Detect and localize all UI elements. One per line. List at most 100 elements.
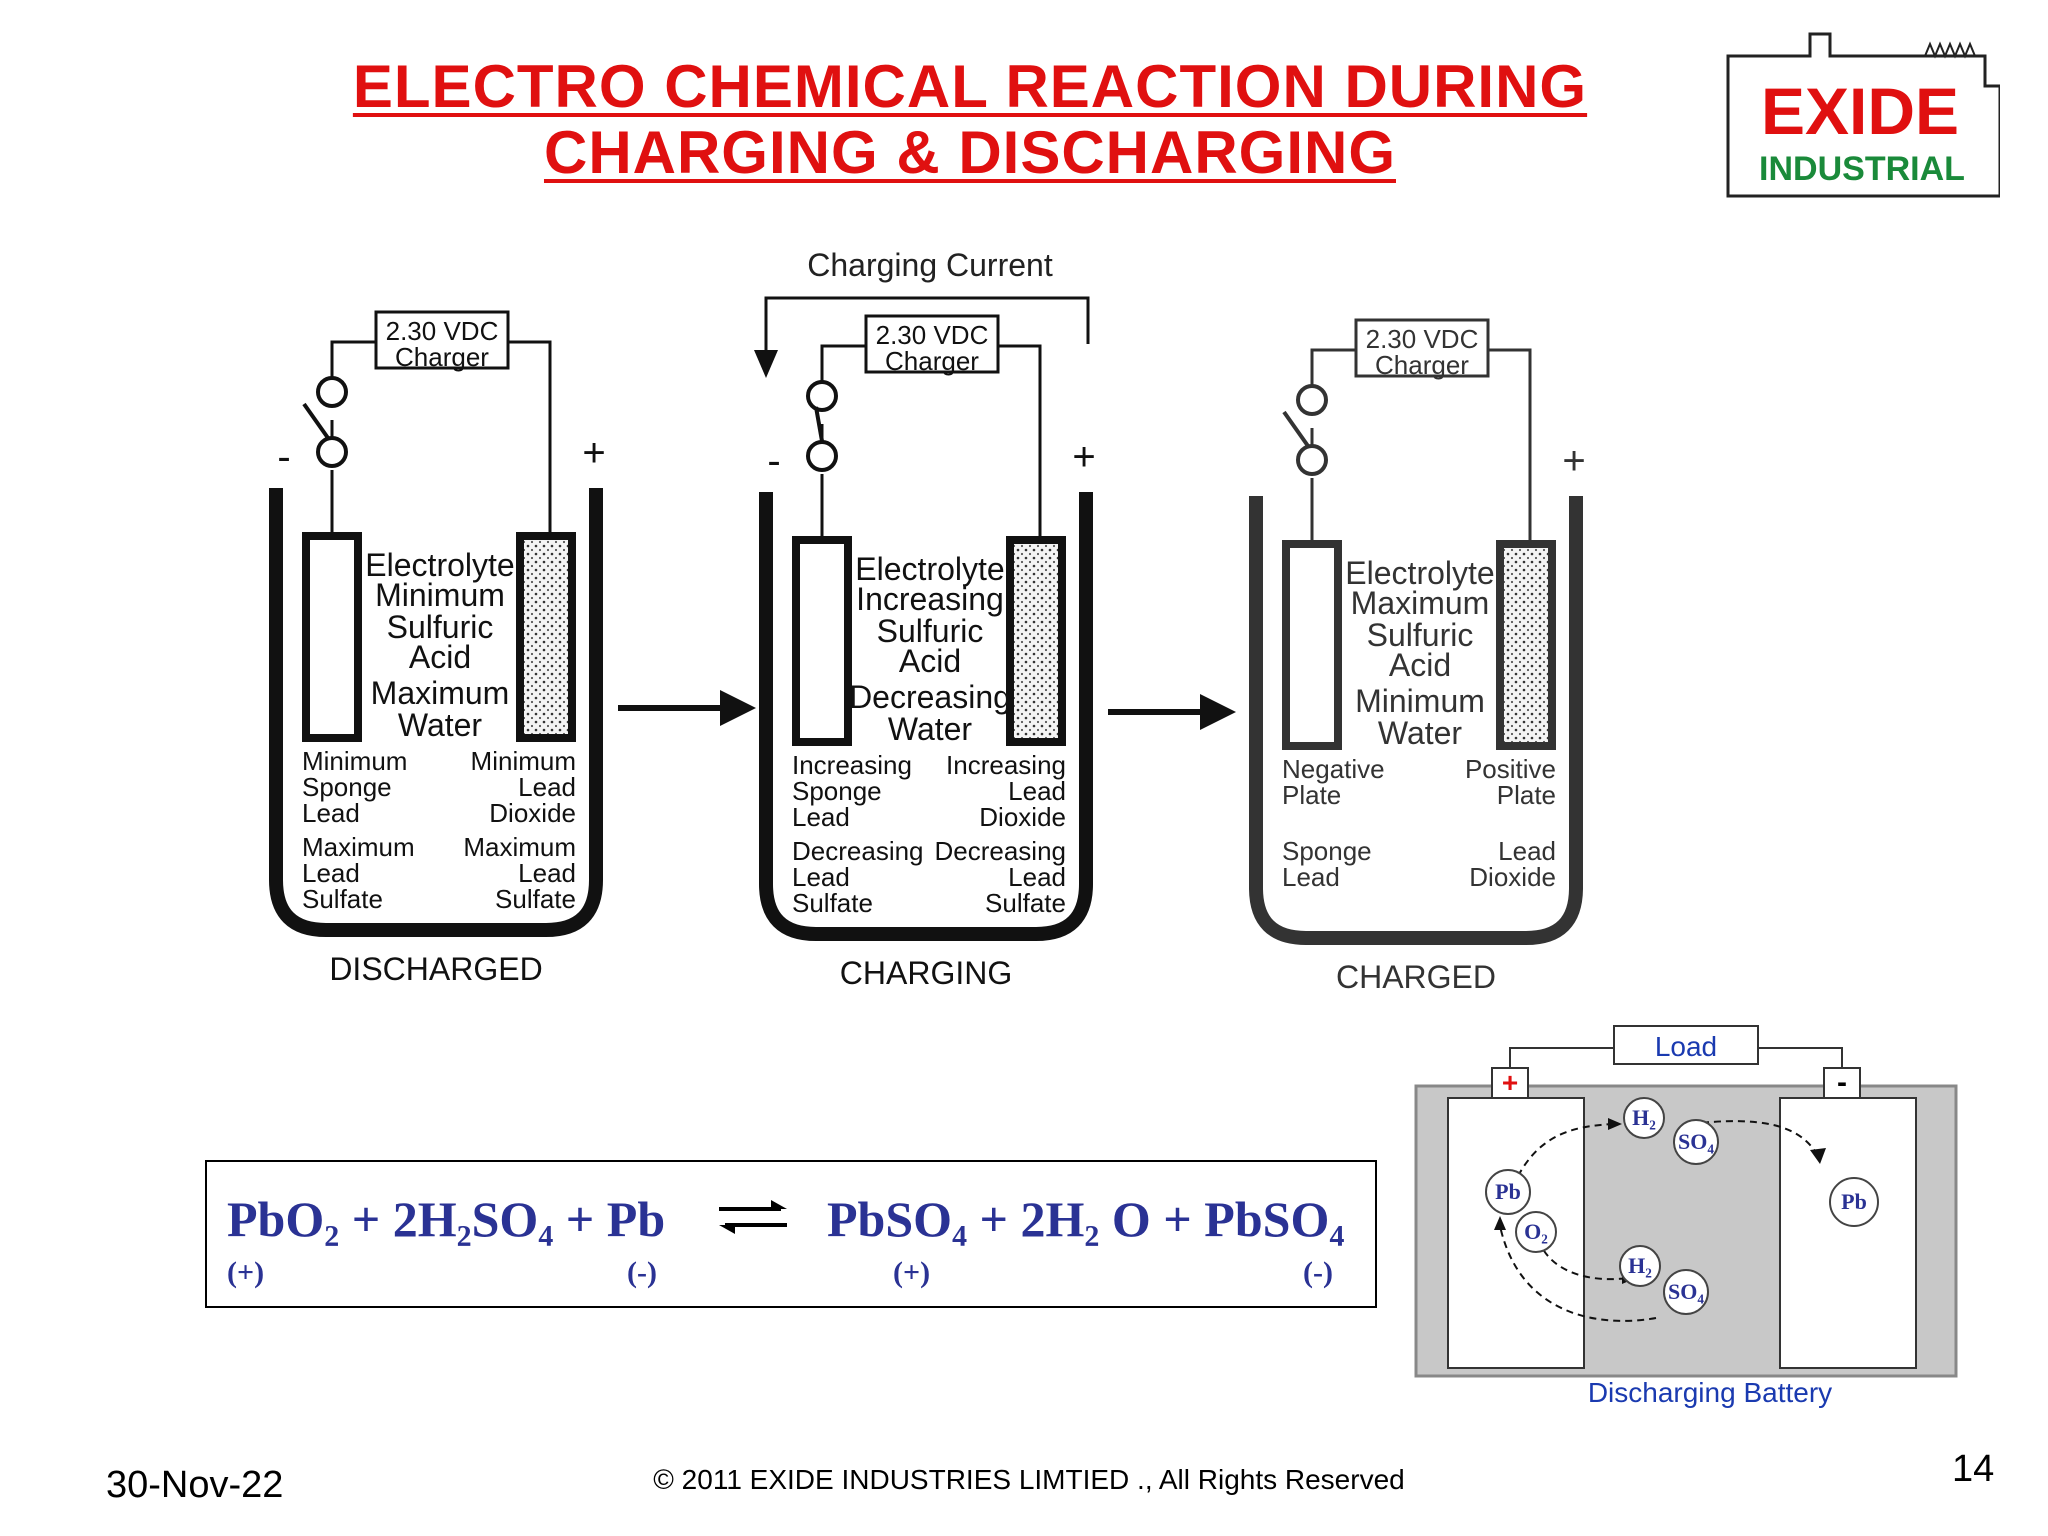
right-plate-label: Lead — [1498, 836, 1556, 866]
left-plate-label: Lead — [302, 858, 360, 888]
positive-plate — [1006, 536, 1066, 746]
electrolyte-text: Minimum — [375, 577, 505, 613]
ion-circle — [1673, 1119, 1719, 1165]
electrolyte-text: Acid — [409, 639, 471, 675]
charger-box — [1354, 318, 1490, 378]
electrolyte-text: Electrolyte — [1345, 555, 1494, 591]
arrow-charging-to-charged — [1108, 694, 1236, 730]
negative-plate — [792, 536, 852, 746]
electrolyte-text: Sulfuric — [387, 609, 494, 645]
logo-sub-text: INDUSTRIAL — [1759, 150, 1965, 188]
sign-positive-product: (+) — [893, 1256, 931, 1289]
right-plate-label: Sulfate — [985, 888, 1066, 918]
right-plate-label: Dioxide — [979, 802, 1066, 832]
switch-contact-icon — [1296, 444, 1328, 476]
cell-discharged: 2.30 VDCCharger-+ElectrolyteMinimumSulfu… — [269, 310, 606, 987]
cell-caption: CHARGED — [1336, 959, 1496, 995]
charger-label: Charger — [395, 342, 489, 372]
negative-sign: - — [277, 435, 290, 479]
left-plate-label: Increasing — [792, 750, 912, 780]
left-plate-label: Negative — [1282, 754, 1385, 784]
ion-circle — [1515, 1211, 1557, 1253]
charger-label: Charger — [1375, 350, 1469, 380]
left-plate-label: Lead — [792, 802, 850, 832]
electrolyte-text: Maximum — [1351, 585, 1490, 621]
ion-label: SO₄ — [1668, 1279, 1704, 1304]
switch-contact-icon — [316, 376, 348, 408]
electrolyte-text: Electrolyte — [855, 551, 1004, 587]
left-plate-label: Lead — [792, 862, 850, 892]
cell-container — [1249, 496, 1583, 945]
switch-contact-icon — [806, 380, 838, 412]
cell-charging: 2.30 VDCCharger-+ElectrolyteIncreasingSu… — [759, 314, 1096, 991]
positive-sign: + — [1072, 435, 1095, 479]
slide-number: 14 — [1952, 1448, 1995, 1490]
footer-copyright: © 2011 EXIDE INDUSTRIES LIMTIED ., All R… — [653, 1464, 1405, 1495]
charger-box — [374, 310, 510, 370]
positive-terminal-label: + — [1502, 1067, 1518, 1098]
negative-plate — [302, 532, 362, 742]
ion-label: H₂ — [1632, 1105, 1656, 1130]
equation-left-side: PbO₂ + 2H₂SO₄ + Pb — [227, 1191, 666, 1247]
right-plate-label: Increasing — [946, 750, 1066, 780]
right-plate-label: Lead — [518, 858, 576, 888]
left-plate-label: Sponge — [1282, 836, 1372, 866]
exide-industrial-logo: EXIDE INDUSTRIAL — [1726, 32, 2000, 198]
electrolyte-text: Water — [1378, 715, 1463, 751]
charger-voltage-label: 2.30 VDC — [1366, 324, 1479, 354]
negative-terminal-label: - — [1837, 1066, 1847, 1099]
electrolyte-text: Electrolyte — [365, 547, 514, 583]
discharging-battery-caption: Discharging Battery — [1588, 1377, 1832, 1408]
right-plate-label: Maximum — [463, 832, 576, 862]
electrolyte-text: Decreasing — [849, 679, 1011, 715]
right-plate-label: Lead — [1008, 776, 1066, 806]
left-plate-label: Plate — [1282, 780, 1341, 810]
switch-contact-icon — [1296, 384, 1328, 416]
switch-contact-icon — [806, 440, 838, 472]
electrolyte-text: Water — [888, 711, 973, 747]
left-plate-label: Decreasing — [792, 836, 924, 866]
sign-positive-reactant: (+) — [227, 1256, 265, 1289]
electrolyte-text: Maximum — [371, 675, 510, 711]
right-plate-label: Lead — [518, 772, 576, 802]
reversible-arrow-icon — [719, 1200, 787, 1234]
positive-plate — [1496, 540, 1556, 750]
negative-sign: - — [767, 439, 780, 483]
ion-label: H₂ — [1628, 1253, 1652, 1278]
right-plate-label: Lead — [1008, 862, 1066, 892]
load-label: Load — [1655, 1031, 1717, 1062]
left-plate-label: Sulfate — [302, 884, 383, 914]
slide-title-line-2: CHARGING & DISCHARGING — [543, 119, 1396, 186]
switch-contact-icon — [316, 436, 348, 468]
reaction-equation-box: PbO₂ + 2H₂SO₄ + Pb PbSO₄ + 2H₂ O + PbSO₄… — [205, 1160, 1377, 1308]
left-plate-label: Sponge — [792, 776, 882, 806]
positive-sign: + — [582, 431, 605, 475]
ion-label: O₂ — [1524, 1219, 1548, 1244]
electrolyte-text: Sulfuric — [877, 613, 984, 649]
left-plate-label: Maximum — [302, 832, 415, 862]
cell-container — [759, 492, 1093, 941]
electrolyte-text: Minimum — [1355, 683, 1485, 719]
sign-negative-reactant: (-) — [627, 1256, 657, 1289]
left-plate-label: Sponge — [302, 772, 392, 802]
electrolyte-text: Sulfuric — [1367, 617, 1474, 653]
right-plate-label: Decreasing — [934, 836, 1066, 866]
ion-label: SO₄ — [1678, 1129, 1714, 1154]
electrolyte-text: Acid — [1389, 647, 1451, 683]
positive-plate — [516, 532, 576, 742]
right-plate-label: Dioxide — [489, 798, 576, 828]
left-plate-label: Lead — [1282, 862, 1340, 892]
equation-right-side: PbSO₄ + 2H₂ O + PbSO₄ — [827, 1191, 1345, 1247]
left-plate-label: Sulfate — [792, 888, 873, 918]
charging-current-label: Charging Current — [807, 247, 1053, 283]
ion-circle — [1663, 1269, 1709, 1315]
ion-circle — [1485, 1169, 1531, 1215]
logo-brand-text: EXIDE — [1761, 74, 1959, 148]
ion-label: Pb — [1495, 1179, 1521, 1204]
right-plate-label: Sulfate — [495, 884, 576, 914]
right-plate-label: Positive — [1465, 754, 1556, 784]
slide-title-line-1: ELECTRO CHEMICAL REACTION DURING — [352, 53, 1588, 120]
electrolyte-text: Increasing — [856, 581, 1004, 617]
cell-caption: DISCHARGED — [329, 951, 542, 987]
electrolyte-text: Water — [398, 707, 483, 743]
